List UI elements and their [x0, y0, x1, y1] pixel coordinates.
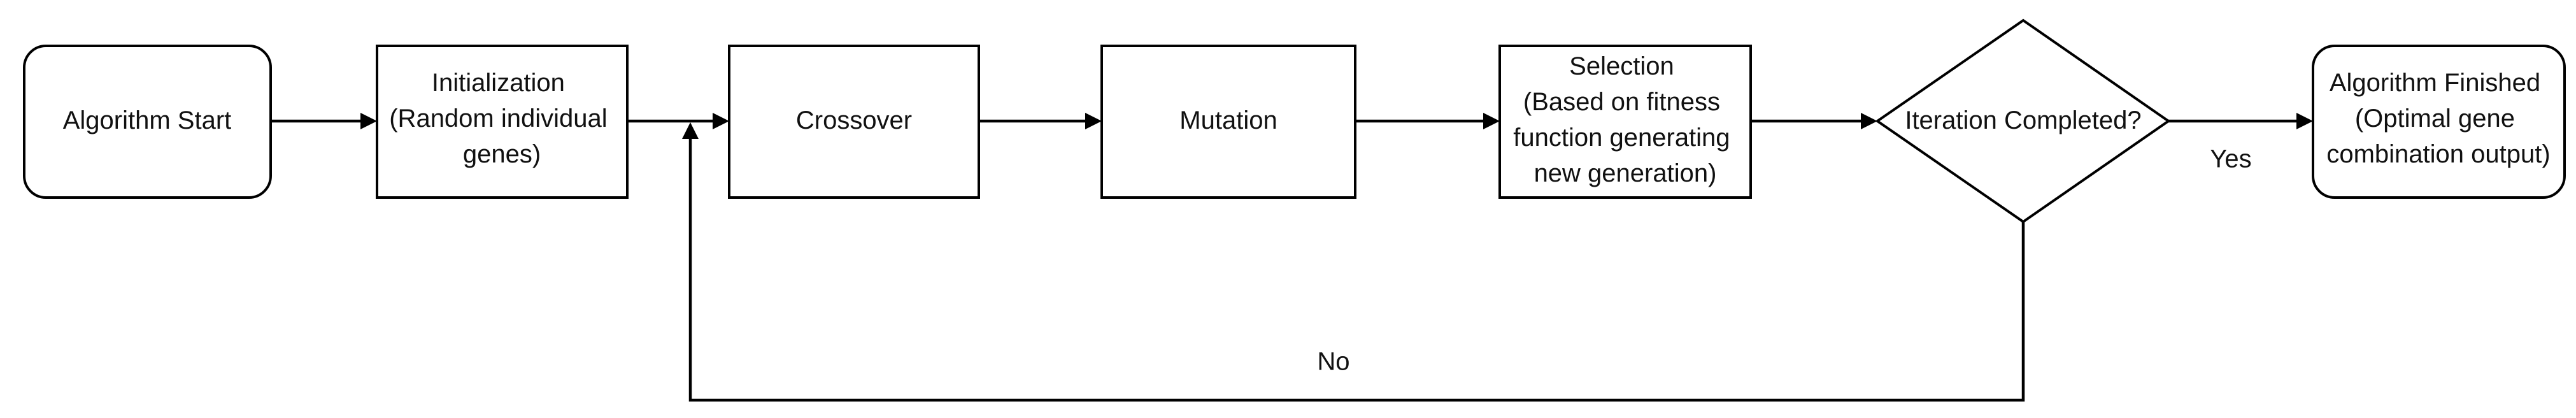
crossover-line-1: Crossover: [796, 106, 912, 134]
arrowhead-crossover: [713, 113, 729, 129]
edge-decision-loop-back: [688, 135, 2025, 402]
initialization-label: Initialization (Random individual genes): [389, 69, 615, 168]
arrowhead-init: [360, 113, 377, 129]
mutation-process-shape: [1100, 45, 1356, 199]
node-finish: Algorithm Finished (Optimal gene combina…: [2312, 45, 2566, 199]
node-mutation: Mutation: [1100, 45, 1356, 199]
no-edge-label: No: [1317, 348, 1349, 376]
selection-line-4: new generation): [1534, 159, 1717, 187]
arrowhead-loop-back: [682, 122, 699, 139]
initialization-process-shape: [376, 45, 629, 199]
finish-line-3: combination output): [2326, 140, 2550, 168]
arrowhead-decision: [1861, 113, 1877, 129]
finish-label: Algorithm Finished (Optimal gene combina…: [2326, 69, 2550, 168]
init-line-1: Initialization: [432, 69, 565, 97]
decision-label: Iteration Completed?: [1905, 106, 2141, 134]
crossover-label: Crossover: [796, 106, 912, 134]
init-line-3: genes): [463, 140, 541, 168]
selection-line-1: Selection: [1569, 52, 1674, 80]
node-selection: Selection (Based on fitness function gen…: [1498, 45, 1752, 199]
crossover-process-shape: [728, 45, 980, 199]
arrowhead-mutation: [1085, 113, 1102, 129]
arrowhead-finish: [2296, 113, 2313, 129]
arrowhead-selection: [1483, 113, 1500, 129]
mutation-label: Mutation: [1179, 106, 1277, 134]
init-line-2: (Random individual: [389, 104, 607, 133]
node-start: Algorithm Start: [23, 45, 272, 199]
finish-line-2: (Optimal gene: [2355, 104, 2515, 133]
start-terminal-shape: [23, 45, 272, 199]
selection-line-3: function generating: [1513, 124, 1730, 152]
node-decision: Iteration Completed?: [1875, 18, 2171, 224]
node-crossover: Crossover: [728, 45, 980, 199]
edges: [271, 113, 2313, 402]
finish-line-1: Algorithm Finished: [2330, 69, 2540, 97]
selection-line-2: (Based on fitness: [1523, 88, 1720, 116]
finish-terminal-shape: [2312, 45, 2566, 199]
decision-diamond-shape: [1875, 18, 2171, 224]
yes-edge-label: Yes: [2210, 145, 2251, 173]
start-label: Algorithm Start: [63, 106, 232, 134]
selection-process-shape: [1498, 45, 1752, 199]
mutation-line-1: Mutation: [1179, 106, 1277, 134]
start-line-1: Algorithm Start: [63, 106, 232, 134]
node-initialization: Initialization (Random individual genes): [376, 45, 629, 199]
selection-label: Selection (Based on fitness function gen…: [1513, 52, 1737, 187]
decision-line-1: Iteration Completed?: [1905, 106, 2141, 134]
